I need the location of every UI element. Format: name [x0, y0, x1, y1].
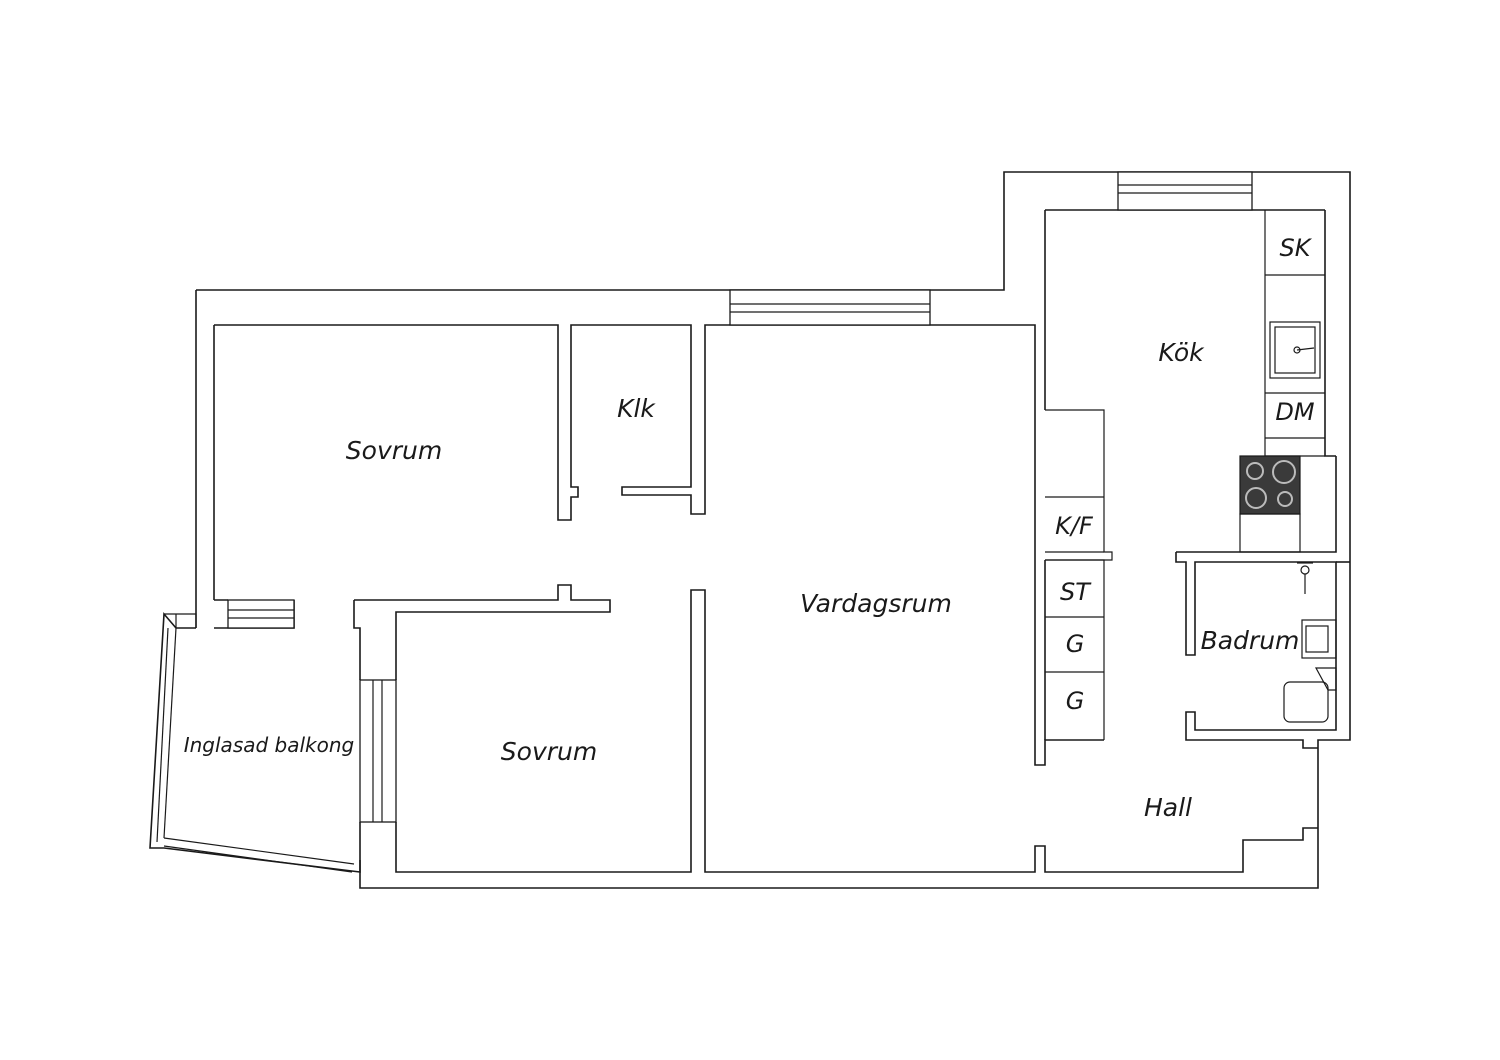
- bathtub: [1283, 681, 1329, 723]
- window-kitchen: [1117, 171, 1253, 211]
- windows: [227, 171, 1253, 823]
- fixture-labels: SK DM K/F ST G G: [1055, 234, 1315, 715]
- fixture-label-g-2: G: [1066, 687, 1085, 715]
- room-label-hall: Hall: [1144, 793, 1192, 822]
- fixture-label-dm: DM: [1275, 398, 1314, 426]
- fixture-label-sk: SK: [1280, 234, 1313, 262]
- room-label-sovrum-2: Sovrum: [501, 737, 597, 766]
- toilet: [1314, 667, 1337, 691]
- fixture-label-g-1: G: [1066, 630, 1085, 658]
- room-label-vardagsrum: Vardagsrum: [800, 589, 952, 618]
- window-bedroom-1: [227, 599, 295, 629]
- room-label-inglasad-balkong: Inglasad balkong: [184, 733, 355, 757]
- room-label-kok: Kök: [1158, 338, 1205, 367]
- balcony: [149, 611, 361, 873]
- bathroom-fixtures: [1283, 562, 1337, 723]
- window-living-room: [729, 289, 931, 326]
- washbasin: [1301, 619, 1337, 659]
- kitchen-sink: [1269, 321, 1321, 379]
- fixture-label-kf: K/F: [1055, 512, 1094, 540]
- stove: [1239, 455, 1301, 553]
- window-bedroom-2: [359, 679, 397, 823]
- interior-walls: [214, 210, 1350, 873]
- shower-head-icon: [1300, 565, 1310, 575]
- room-label-sovrum-1: Sovrum: [346, 436, 442, 465]
- fixture-label-st: ST: [1060, 578, 1092, 606]
- room-label-badrum: Badrum: [1201, 626, 1300, 655]
- room-label-klk: Klk: [617, 394, 656, 423]
- room-labels: Sovrum Klk Vardagsrum Kök Sovrum Inglasa…: [184, 338, 1300, 822]
